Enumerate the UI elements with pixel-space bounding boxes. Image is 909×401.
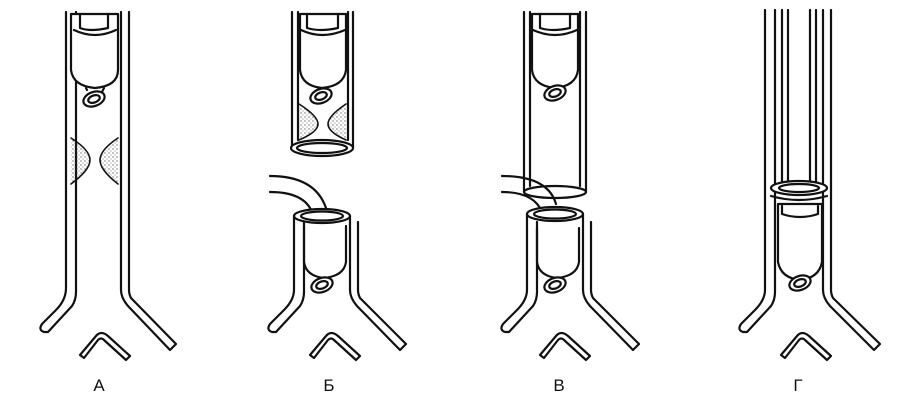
panel-label-g: Г [793, 376, 802, 395]
panel-a [39, 10, 178, 362]
panel-v-lower-tube [500, 212, 641, 352]
panel-label-v: В [553, 376, 564, 395]
panel-b-base-arch [308, 331, 362, 362]
panel-a-outer-tube-right [119, 10, 178, 352]
panel-v [500, 10, 641, 362]
panel-b-lower-tube [267, 214, 408, 352]
panel-a-bulb [69, 12, 120, 90]
panel-b-feed-tube [268, 174, 328, 214]
panel-g-outer-tube [738, 8, 882, 352]
panel-v-upper-rim [522, 184, 588, 200]
panel-b [267, 10, 408, 362]
panel-a-drop-right [99, 137, 119, 185]
panel-v-base-arch [538, 331, 592, 362]
panel-label-a: А [93, 376, 105, 395]
panel-v-upper-tube [522, 10, 588, 194]
panel-g-inner-rod [780, 8, 818, 188]
panel-g [738, 8, 882, 362]
panel-a-base-arch [78, 331, 132, 362]
panel-label-b: Б [323, 376, 334, 395]
panel-g-base-arch [779, 331, 833, 362]
panel-a-outer-tube [39, 10, 78, 334]
panel-b-upper-tube [290, 10, 355, 150]
panel-a-drop-left [70, 137, 91, 185]
